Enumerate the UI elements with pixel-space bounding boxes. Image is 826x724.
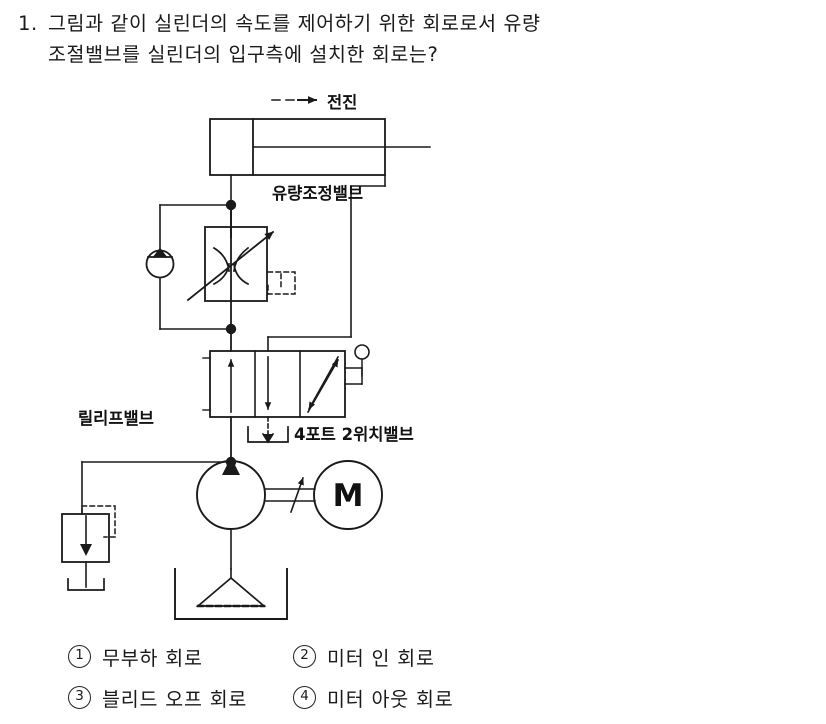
question-number: 1. <box>18 12 38 35</box>
option-2-label: 미터 인 회로 <box>327 647 435 670</box>
cylinder-symbol <box>209 118 431 205</box>
option-2-marker: 2 <box>293 645 316 668</box>
option-1[interactable]: 1 무부하 회로 <box>68 642 293 671</box>
valve-pilot-dashed-box <box>267 271 296 295</box>
question-line-2: 조절밸브를 실린더의 입구측에 설치한 회로는? <box>18 39 808 70</box>
question-text-line-1: 그림과 같이 실린더의 속도를 제어하기 위한 회로로서 유량 <box>48 12 541 35</box>
directional-control-valve <box>202 344 370 418</box>
label-directional-valve: 4포트 2위치밸브 <box>294 425 414 444</box>
option-3-label: 블리드 오프 회로 <box>102 688 248 711</box>
option-1-label: 무부하 회로 <box>102 647 203 670</box>
option-1-marker: 1 <box>68 645 91 668</box>
option-4-marker: 4 <box>293 686 316 709</box>
motor-circle <box>313 460 383 530</box>
throttle-valve-box <box>204 226 268 302</box>
reservoir-symbol <box>174 568 288 620</box>
drive-coupling <box>264 476 316 514</box>
option-4[interactable]: 4 미터 아웃 회로 <box>293 683 453 712</box>
rod-end-line <box>267 185 386 352</box>
pump-symbol <box>196 457 266 570</box>
answer-options: 1 무부하 회로 2 미터 인 회로 3 블리드 오프 회로 4 미터 아웃 회… <box>0 636 826 718</box>
option-row-1: 1 무부하 회로 2 미터 인 회로 <box>0 636 826 677</box>
option-2[interactable]: 2 미터 인 회로 <box>293 642 435 671</box>
hydraulic-circuit-diagram: 전진 유량조정밸브 릴리프밸브 4포트 2위치밸브 M <box>0 82 826 630</box>
option-4-label: 미터 아웃 회로 <box>327 688 454 711</box>
dcv-tank-port <box>247 416 289 444</box>
question-block: 1. 그림과 같이 실린더의 속도를 제어하기 위한 회로로서 유량 조절밸브를… <box>18 8 808 70</box>
option-3-marker: 3 <box>68 686 91 709</box>
option-3[interactable]: 3 블리드 오프 회로 <box>68 683 293 712</box>
relief-pilot-line <box>81 505 116 538</box>
question-text-line-2: 조절밸브를 실린더의 입구측에 설치한 회로는? <box>48 43 439 66</box>
check-valve-symbol <box>145 247 175 279</box>
label-flow-control-valve: 유량조정밸브 <box>272 184 363 203</box>
question-line-1: 1. 그림과 같이 실린더의 속도를 제어하기 위한 회로로서 유량 <box>18 8 808 39</box>
option-row-2: 3 블리드 오프 회로 4 미터 아웃 회로 <box>0 677 826 718</box>
label-forward: 전진 <box>327 93 357 112</box>
label-relief-valve: 릴리프밸브 <box>78 409 154 428</box>
circuit-svg: 전진 유량조정밸브 릴리프밸브 4포트 2위치밸브 M <box>61 93 431 620</box>
relief-valve-symbol <box>61 505 116 591</box>
flow-control-valve-assembly <box>145 204 296 330</box>
label-motor: M <box>333 478 364 514</box>
electric-motor-symbol <box>313 460 383 530</box>
manual-lever-actuator <box>344 344 370 385</box>
